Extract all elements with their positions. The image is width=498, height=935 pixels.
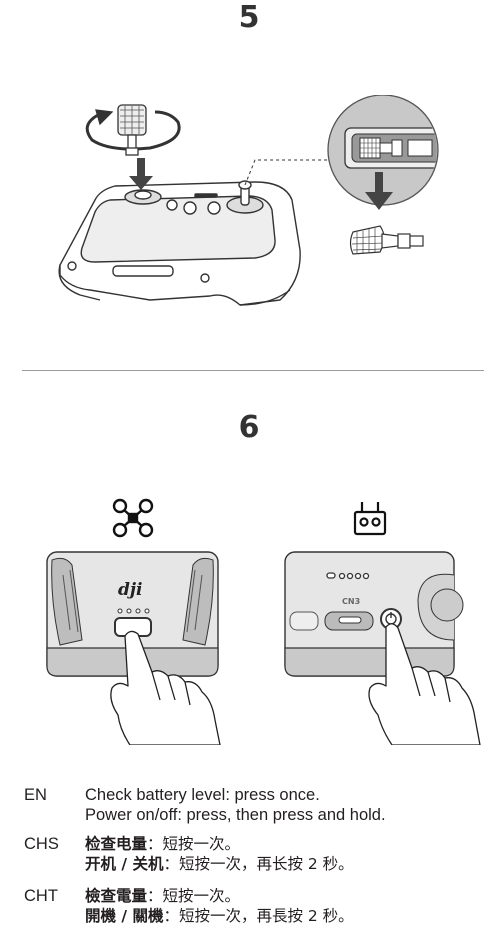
storage-slot-magnifier <box>327 95 439 206</box>
lang-label-en: EN <box>24 786 47 804</box>
step5-illustration <box>58 95 439 306</box>
pressing-hand-right <box>368 623 481 745</box>
remote-power-panel: CN3 <box>284 551 464 677</box>
chs-power-label: 开机 / 关机 <box>85 855 164 873</box>
insert-arrow <box>129 158 153 190</box>
cn3-label: CN3 <box>342 597 360 606</box>
control-stick-drawing <box>349 225 424 255</box>
remote-controller-icon <box>353 502 387 536</box>
remote-controller-drawing <box>58 180 301 306</box>
cht-battery-label: 檢查電量 <box>85 887 148 905</box>
step-number-6: 6 <box>238 410 260 445</box>
en-battery-text: Check battery level: press once. <box>85 786 320 804</box>
cht-power-text: ：短按一次，再長按 2 秒。 <box>163 907 354 925</box>
lang-label-chs: CHS <box>24 835 59 853</box>
aircraft-icon <box>112 498 154 538</box>
lang-label-cht: CHT <box>24 887 58 905</box>
remove-arrow <box>365 172 393 210</box>
chs-battery-text: ：短按一次。 <box>147 835 241 853</box>
cht-battery-text: ：短按一次。 <box>147 887 241 905</box>
step-number-5: 5 <box>238 0 260 35</box>
removed-stick-with-rotation <box>85 104 181 156</box>
step6-illustration: dji CN3 <box>46 498 481 745</box>
cht-power-label: 開機 / 關機 <box>85 907 164 925</box>
en-power-text: Power on/off: press, then press and hold… <box>85 806 386 824</box>
pressing-hand-left <box>110 630 221 745</box>
dji-logo: dji <box>118 580 143 600</box>
section-divider <box>22 370 484 371</box>
chs-battery-label: 检查电量 <box>85 835 148 853</box>
chs-power-text: ：短按一次，再长按 2 秒。 <box>163 855 354 873</box>
